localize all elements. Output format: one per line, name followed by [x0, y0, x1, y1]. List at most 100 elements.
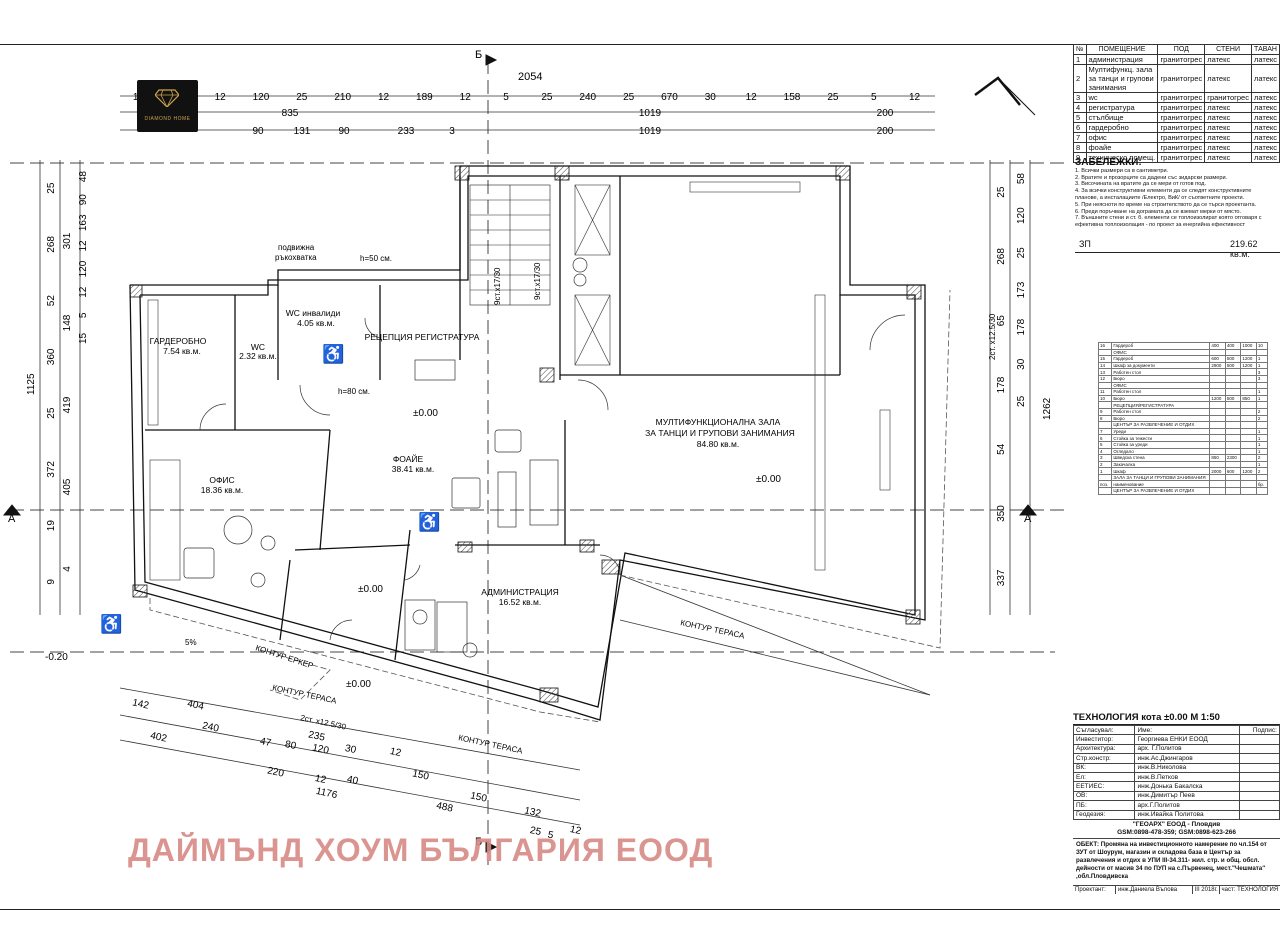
- dimension-value: 1176: [315, 786, 339, 801]
- schedule-cell: Закачалка: [1111, 460, 1211, 469]
- legend-cell: фоайе: [1085, 142, 1159, 153]
- titleblock-row: Геодезия:инж.Ивайка Политова: [1072, 809, 1280, 820]
- legend-cell: гранитогрес: [1204, 92, 1252, 103]
- room-name: АДМИНИСТРАЦИЯ: [481, 587, 559, 597]
- dimension-value: 178: [1016, 318, 1027, 335]
- schedule-cell: [1097, 487, 1113, 495]
- legend-cell: гранитогрес: [1157, 54, 1206, 65]
- schedule-cell: [1224, 388, 1242, 396]
- titleblock-cell: ПБ:: [1072, 800, 1136, 811]
- wheelchair-icon: ♿: [418, 511, 440, 532]
- schedule-cell: 3: [1255, 374, 1269, 383]
- titleblock-cell: арх. Г.Политов: [1134, 743, 1240, 755]
- dimension-value: 158: [784, 92, 801, 103]
- schedule-cell: 2300: [1224, 454, 1242, 462]
- schedule-cell: [1255, 348, 1269, 357]
- schedule-cell: 10: [1255, 342, 1269, 350]
- dim-right-total: 1262: [1042, 397, 1053, 420]
- dimension-value: 233: [398, 126, 415, 137]
- schedule-cell: 9: [1097, 407, 1113, 416]
- schedule-cell: [1209, 407, 1226, 416]
- schedule-cell: 400: [1209, 342, 1226, 350]
- titleblock-cell: инж.В.Петков: [1134, 771, 1240, 783]
- schedule-cell: 2: [1097, 460, 1113, 469]
- schedule-cell: 12: [1097, 374, 1113, 383]
- dimension-value: 178: [996, 376, 1007, 393]
- north-arrow: [974, 76, 1036, 116]
- schedule-cell: [1224, 381, 1242, 390]
- schedule-cell: [1224, 374, 1242, 383]
- company-phone: GSM:0898-478-359; GSM:0898-623-266: [1117, 828, 1236, 836]
- schedule-cell: поз.: [1097, 480, 1113, 489]
- schedule-cell: [1224, 447, 1242, 456]
- schedule-cell: [1224, 421, 1242, 429]
- slope-label: 5%: [185, 638, 197, 647]
- schedule-cell: [1209, 473, 1226, 482]
- schedule-cell: 5: [1097, 440, 1113, 449]
- dimension-value: 835: [282, 108, 299, 119]
- schedule-cell: [1240, 401, 1257, 409]
- schedule-cell: [1240, 434, 1257, 442]
- schedule-cell: 600: [1209, 355, 1226, 363]
- schedule-cell: [1224, 427, 1242, 436]
- schedule-cell: [1097, 421, 1113, 429]
- dimension-value: 25: [296, 92, 308, 103]
- level-label: ±0.00: [756, 474, 781, 485]
- legend-cell: латекс: [1250, 102, 1280, 113]
- schedule-cell: [1240, 460, 1257, 469]
- zp-value: 219.62 кв.м.: [1230, 239, 1258, 259]
- legend-cell: стълбище: [1085, 112, 1159, 123]
- schedule-cell: 1: [1255, 427, 1269, 436]
- room-name: WC: [251, 342, 265, 352]
- dimension-value: 131: [294, 126, 311, 137]
- legend-cell: техническо помещ.: [1085, 152, 1159, 163]
- dimension-value: 15: [78, 332, 89, 344]
- legend-cell: гранитогрес: [1157, 102, 1206, 113]
- schedule-row: РЕЦЕПЦИЯ/РЕГИСТРАТУРА: [1097, 401, 1269, 409]
- titleblock-row: Ел:инж.В.Петков: [1072, 771, 1280, 783]
- terrace-label: КОНТУР ТЕРАСА: [272, 683, 338, 706]
- dimension-value: 189: [416, 92, 433, 103]
- schedule-row: ОФИС: [1097, 381, 1269, 390]
- built-area: ЗП 219.62 кв.м.: [1079, 239, 1279, 259]
- handle-label: ръкохватка: [275, 253, 317, 262]
- drawing-date: III 2018г.: [1194, 885, 1220, 894]
- schedule-cell: 1: [1255, 434, 1269, 442]
- schedule-cell: 1: [1255, 388, 1269, 396]
- dim-left: 2526852360253721993011484194054489016312…: [46, 171, 89, 585]
- schedule-cell: [1240, 454, 1257, 462]
- schedule-cell: 2: [1255, 407, 1269, 416]
- company-logo: DIAMOND HOME: [137, 80, 198, 132]
- dimension-value: 350: [996, 505, 1007, 522]
- section-markers: [2, 54, 1038, 853]
- dimension-value: 488: [435, 800, 454, 814]
- doors: [199, 314, 906, 641]
- legend-cell: 8: [1073, 142, 1087, 153]
- schedule-cell: Уреди: [1111, 427, 1211, 436]
- schedule-cell: [1240, 427, 1257, 436]
- schedule-cell: 500: [1224, 361, 1242, 370]
- legend-cell: латекс: [1250, 142, 1280, 153]
- dimension-value: 12: [460, 92, 472, 103]
- legend-cell: латекс: [1204, 122, 1252, 133]
- dimension-value: 5: [547, 830, 555, 842]
- wheelchair-icon: ♿: [100, 613, 122, 634]
- dimension-value: 12: [389, 746, 403, 759]
- signature-cell: [1238, 753, 1280, 764]
- schedule-cell: [1224, 348, 1242, 357]
- stairs-label: 9ст.х17/30: [493, 267, 502, 305]
- schedule-cell: Бюро: [1111, 394, 1211, 403]
- schedule-cell: [1209, 434, 1226, 442]
- schedule-cell: 3: [1255, 368, 1269, 376]
- dimension-value: 360: [46, 348, 57, 365]
- legend-cell: латекс: [1250, 54, 1280, 65]
- note-item: 3. Височината на вратите да се мери от г…: [1075, 181, 1206, 188]
- cut-b-top: Б: [475, 49, 482, 61]
- room-area: 4.05 кв.м.: [297, 318, 335, 328]
